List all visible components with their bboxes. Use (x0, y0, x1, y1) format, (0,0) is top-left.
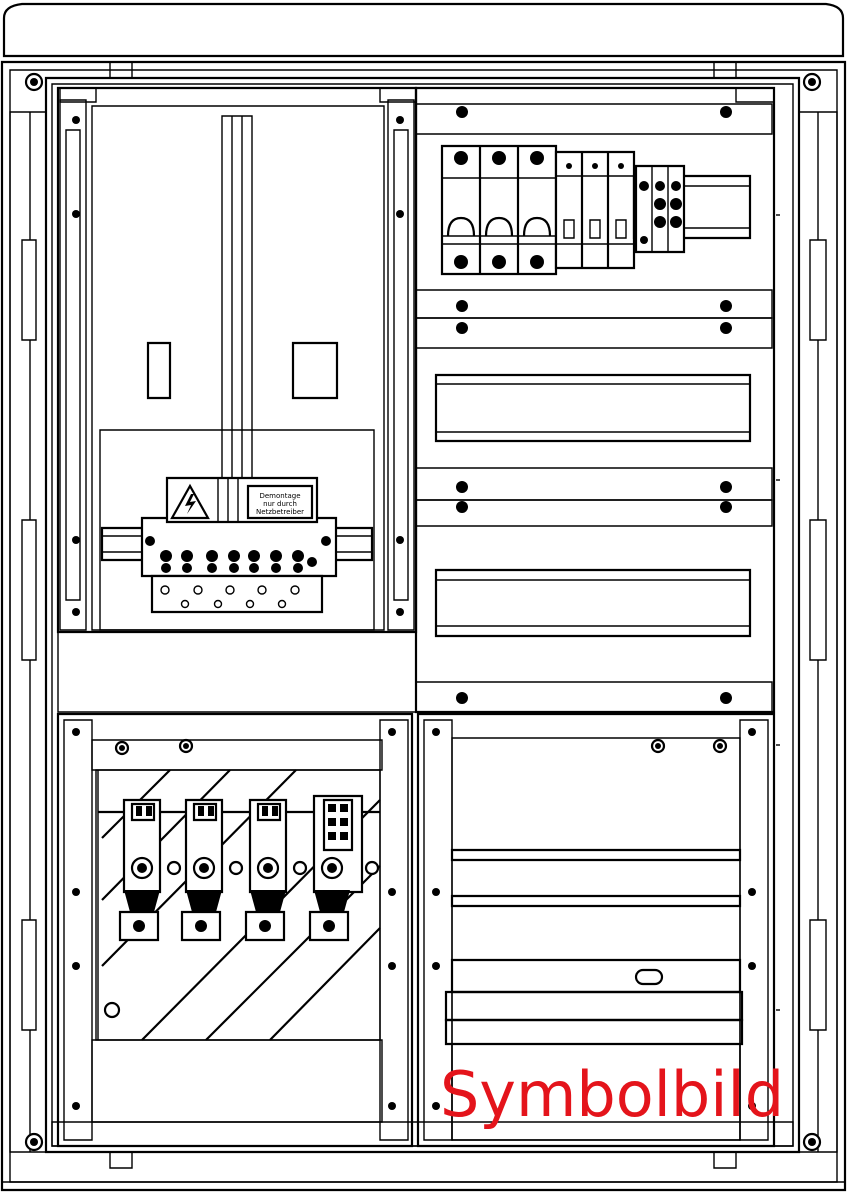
left-side-profile (10, 112, 46, 1152)
fuse-field (58, 714, 412, 1146)
nh-fuse-base-1 (120, 800, 160, 940)
meter-field: Demontage nur durch Netzbetreiber (58, 88, 416, 632)
corner-screws (26, 74, 820, 1150)
terminal-screws-row (145, 536, 331, 573)
pe-terminal-block (636, 166, 684, 252)
distribution-field (416, 88, 774, 712)
surge-protectors (556, 152, 634, 268)
base-strip (52, 1122, 793, 1146)
right-side-profile (776, 112, 837, 1152)
watermark-text: Symbolbild (440, 1058, 784, 1131)
warning-plate-line1: Demontage (259, 492, 300, 500)
warning-plate-line3: Netzbetreiber (256, 508, 304, 516)
main-circuit-breakers (442, 146, 556, 274)
warning-plate-line2: nur durch (263, 500, 297, 508)
high-voltage-warning-icon (172, 486, 208, 518)
blank-cover-plate (58, 632, 416, 712)
nh-fuse-base-3 (246, 800, 286, 940)
nh-fuse-base-4 (310, 796, 362, 940)
reserve-field (418, 714, 774, 1146)
nh-fuse-base-2 (182, 800, 222, 940)
